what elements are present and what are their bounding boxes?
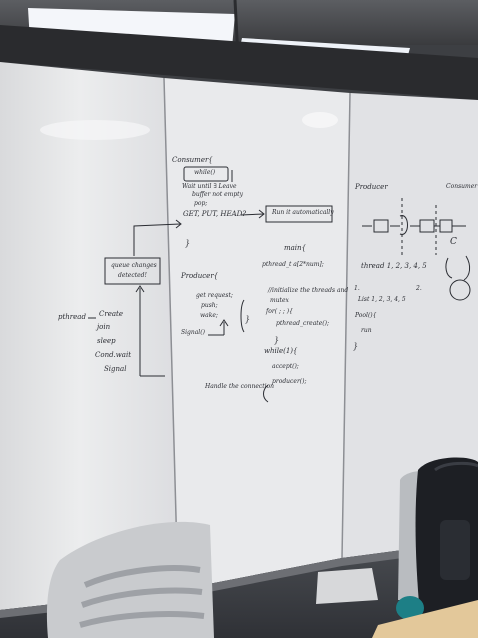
while-line: while(1){ xyxy=(264,347,298,355)
producer-call: producer(); xyxy=(272,378,307,385)
list-line: List 1, 2, 3, 4, 5 xyxy=(358,296,406,303)
pthread-item: Cond.wait xyxy=(95,351,132,359)
producer-label-right: Producer xyxy=(355,183,388,191)
consumer-wait-line: Wait until ∃ Leave xyxy=(182,183,237,190)
consumer-c-letter: C xyxy=(450,237,457,247)
producer-line: push; xyxy=(201,302,218,309)
producer-line: wake; xyxy=(200,312,218,319)
consumer-label-right: Consumer xyxy=(446,183,478,190)
chair xyxy=(46,521,214,638)
main-open: main{ xyxy=(284,244,307,252)
run-line: run xyxy=(361,327,372,334)
producer-line: get request; xyxy=(196,292,233,299)
consumer-close-brace: } xyxy=(185,239,191,248)
pthread-item: join xyxy=(97,323,111,331)
producer-signal: Signal() xyxy=(181,329,205,336)
consumer-loop-label: while() xyxy=(194,169,216,176)
pthread-label: pthread xyxy=(58,313,86,321)
main-line: pthread_t a[2*num]; xyxy=(262,261,324,268)
number-label: 2. xyxy=(416,285,422,292)
main-line: for( ; ; ){ xyxy=(266,308,293,315)
queue-box-line: detected! xyxy=(118,272,147,279)
pthread-item: Create xyxy=(99,310,123,318)
producer-header: Producer{ xyxy=(181,272,219,280)
table xyxy=(372,600,478,638)
thread-line: thread 1, 2, 3, 4, 5 xyxy=(361,262,427,270)
main-line: //initialize the threads and xyxy=(268,287,349,294)
board-stand xyxy=(316,568,378,604)
number-label: 1. xyxy=(354,285,360,292)
queue-box-line: queue changes xyxy=(111,262,157,269)
main-line: mutex xyxy=(270,297,289,304)
pool-line: Pool(){ xyxy=(355,312,377,319)
auto-run-note: Run it automatically xyxy=(272,209,334,216)
pthread-item: sleep xyxy=(97,337,116,345)
pthread-item: Signal xyxy=(104,365,127,373)
whiteboard-panel-left xyxy=(0,62,178,610)
consumer-header: Consumer{ xyxy=(172,156,213,164)
whiteboard-panel-right xyxy=(342,93,478,558)
accept-call: accept(); xyxy=(272,363,299,370)
main-line: pthread_create(); xyxy=(276,320,329,327)
consumer-pop: pop; xyxy=(194,200,208,207)
right-close-brace: } xyxy=(353,342,359,351)
diagram-strokes xyxy=(88,166,471,403)
http-methods: GET, PUT, HEAD? xyxy=(183,210,247,218)
consumer-wait-line: buffer not empty xyxy=(192,191,243,198)
producer-close-brace: } xyxy=(245,315,251,324)
main-close: } xyxy=(274,336,280,345)
handle-connection-note: Handle the connection xyxy=(205,383,275,390)
